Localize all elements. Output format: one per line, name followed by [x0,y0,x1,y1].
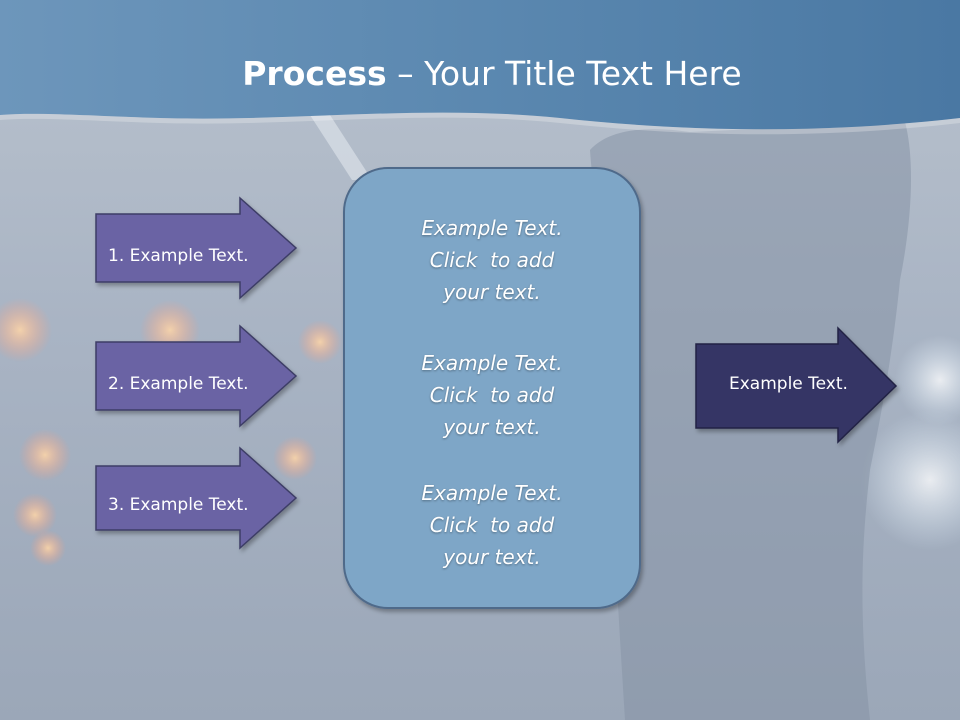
header-band-edge [0,112,960,135]
left-arrow-2[interactable] [95,324,298,428]
center-text-line: Example Text. [421,481,563,505]
light-streak [310,115,372,180]
center-text-line: your text. [443,280,541,304]
center-text-line: Click to add [429,248,555,272]
left-arrow-1-label: 1. Example Text. [108,246,249,266]
right-arrow-label: Example Text. [729,374,848,394]
center-text-block-1: Example Text. Click to add your text. [344,212,640,308]
center-box[interactable] [343,167,641,609]
right-arrow[interactable] [695,326,898,444]
center-text-block-2: Example Text. Click to add your text. [344,347,640,443]
center-text-line: Example Text. [421,351,563,375]
left-arrow-3[interactable] [95,446,298,550]
header-band [0,0,960,130]
left-arrow-3-label: 3. Example Text. [108,495,249,515]
center-text-line: your text. [443,545,541,569]
bokeh-lights [0,298,960,566]
title-rest: – Your Title Text Here [386,54,742,93]
center-text-line: Click to add [429,513,555,537]
title-bold: Process [242,54,387,93]
left-arrow-1[interactable] [95,196,298,300]
left-arrow-2-label: 2. Example Text. [108,374,249,394]
center-text-block-3: Example Text. Click to add your text. [344,477,640,573]
center-text-line: Click to add [429,383,555,407]
center-text-line: your text. [443,415,541,439]
center-text-line: Example Text. [421,216,563,240]
slide-title: Process – Your Title Text Here [0,52,960,96]
